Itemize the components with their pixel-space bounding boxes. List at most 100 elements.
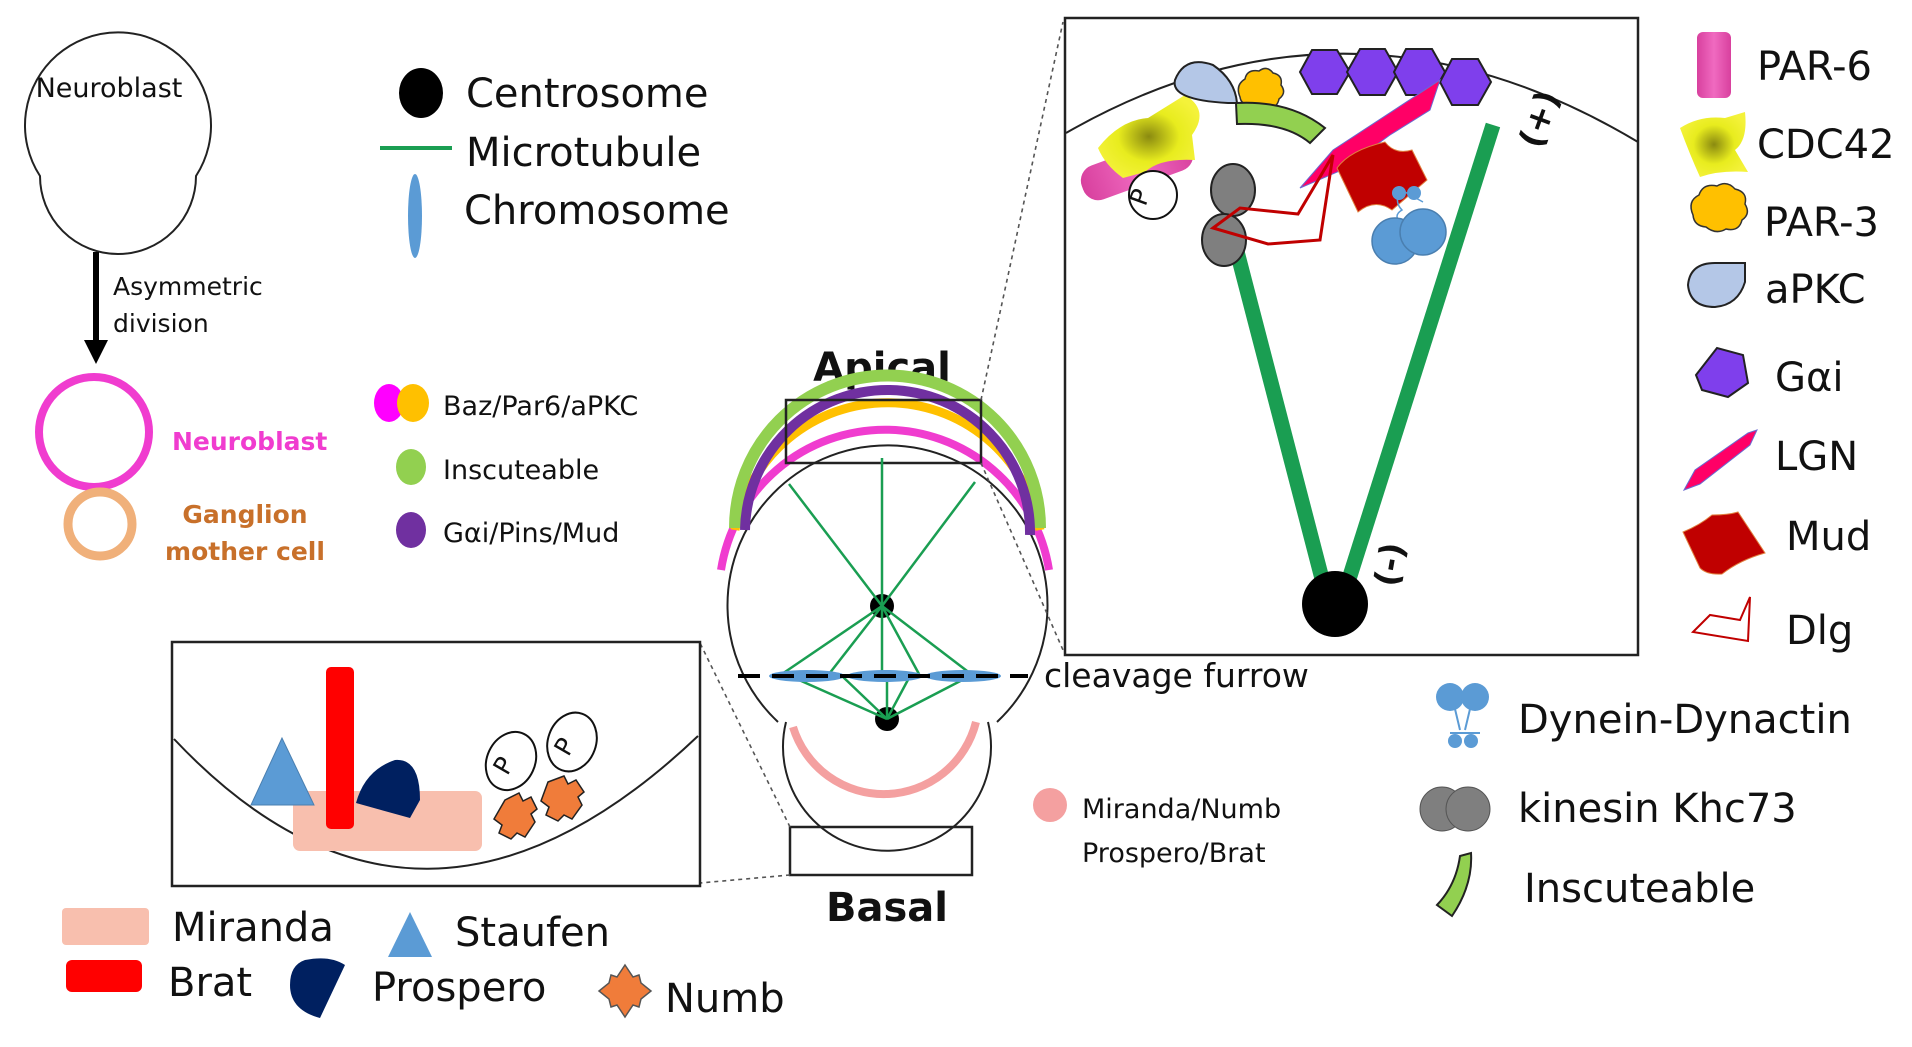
phospho-marker bbox=[546, 711, 598, 773]
cleavage-furrow-label: cleavage furrow bbox=[1044, 656, 1309, 695]
basal-crescent-legend-icon bbox=[1033, 788, 1067, 822]
daughter-neuroblast-label: Neuroblast bbox=[172, 427, 327, 456]
parent-neuroblast-outline bbox=[24, 31, 212, 255]
division-arrow-head bbox=[84, 340, 108, 364]
apical-legend-label: PAR-6 bbox=[1757, 44, 1872, 90]
apical-legend-label: Gαi bbox=[1775, 355, 1843, 401]
gmc-circle bbox=[63, 487, 137, 561]
numb-protein bbox=[540, 775, 585, 822]
gai-hexagon bbox=[1438, 58, 1493, 106]
centrosome-icon bbox=[399, 68, 443, 118]
apical-legend-label: Inscuteable bbox=[1524, 866, 1755, 912]
basal-connector-top bbox=[699, 642, 791, 828]
phospho-marker bbox=[1128, 170, 1178, 220]
apkc-protein bbox=[1173, 61, 1239, 104]
structure-legend: Centrosome Microtubule Chromosome bbox=[380, 68, 730, 258]
gmc-label-line2: mother cell bbox=[165, 537, 325, 566]
basal-connector-bottom bbox=[699, 874, 791, 884]
chromosome-icon bbox=[408, 174, 422, 258]
gai-icon bbox=[1694, 346, 1750, 399]
brat-protein bbox=[326, 667, 354, 829]
gai-crescent bbox=[740, 385, 1036, 536]
overview-panel: Neuroblast Asymmetric division Neuroblas… bbox=[24, 31, 327, 566]
mud-icon bbox=[1682, 511, 1766, 575]
daughter-outline bbox=[782, 721, 992, 852]
microtubule-right bbox=[1335, 122, 1501, 601]
par6-icon bbox=[1697, 32, 1731, 98]
structure-legend-label: Centrosome bbox=[466, 71, 709, 117]
basal-legend-label: Miranda bbox=[172, 905, 334, 951]
phospho-marker bbox=[484, 730, 538, 792]
dlg-icon bbox=[1690, 596, 1751, 643]
apical-zoom-panel: (+) (-) P bbox=[1063, 16, 1640, 657]
apical-legend-label: Dlg bbox=[1786, 608, 1853, 654]
par3-icon bbox=[1690, 182, 1749, 233]
division-label-line1: Asymmetric bbox=[113, 272, 263, 301]
dynein-dynactin-icon bbox=[1436, 683, 1489, 748]
cdc42-protein bbox=[1098, 95, 1200, 178]
basal-crescent bbox=[789, 721, 980, 799]
basal-legend-label: Brat bbox=[168, 960, 252, 1006]
numb-icon bbox=[597, 963, 653, 1019]
apkc-icon bbox=[1686, 262, 1746, 309]
inscuteable-icon bbox=[1435, 851, 1473, 918]
gai-hexagon bbox=[1298, 49, 1352, 95]
spindle-microtubules bbox=[781, 458, 976, 721]
gmc-label-line1: Ganglion bbox=[182, 500, 307, 529]
apical-connector-bottom bbox=[980, 462, 1064, 651]
apical-legend-label: Dynein-Dynactin bbox=[1518, 697, 1852, 743]
apical-legend-label: aPKC bbox=[1765, 267, 1866, 313]
numb-phospho-group: P P bbox=[484, 711, 598, 840]
basal-zoom-box bbox=[788, 825, 974, 877]
prospero-icon bbox=[290, 958, 345, 1018]
gai-hexagons bbox=[1298, 48, 1493, 106]
apical-legend-label: CDC42 bbox=[1757, 122, 1895, 168]
basal-legend-line2: Prospero/Brat bbox=[1082, 838, 1266, 869]
apical-legend-label: Mud bbox=[1786, 514, 1871, 560]
apical-connector-top bbox=[980, 21, 1064, 401]
apical-zoom-frame bbox=[1063, 16, 1640, 657]
parent-neuroblast-label: Neuroblast bbox=[36, 73, 183, 104]
structure-legend-label: Chromosome bbox=[464, 188, 730, 234]
cell-outline bbox=[726, 444, 1049, 723]
basal-cortex-arc bbox=[173, 735, 699, 870]
division-label-line2: division bbox=[113, 309, 209, 338]
microtubule-left bbox=[1219, 211, 1335, 600]
basal-label: Basal bbox=[826, 885, 948, 931]
baz-par6-apkc-icon-orange bbox=[397, 384, 429, 422]
basal-legend-line1: Miranda/Numb bbox=[1082, 794, 1281, 825]
basal-zoom-panel: P P bbox=[170, 640, 702, 888]
gai-pins-mud-icon bbox=[396, 512, 426, 548]
kinesin-icon-right bbox=[1445, 786, 1491, 832]
basal-legend-label: Staufen bbox=[455, 910, 610, 956]
apical-legend: PAR-6 CDC42 PAR-3 aPKC Gαi LGN Mud Dlg D… bbox=[1419, 32, 1895, 918]
daughter-neuroblast-circle bbox=[35, 373, 153, 491]
staufen-protein bbox=[250, 736, 315, 806]
basal-legend-label: Numb bbox=[665, 976, 785, 1022]
apical-legend-label: PAR-3 bbox=[1764, 200, 1879, 246]
prospero-protein bbox=[356, 759, 420, 818]
plus-end-label: (+) bbox=[1511, 85, 1567, 153]
complex-legend-label: Gαi/Pins/Mud bbox=[443, 518, 619, 549]
inscuteable-protein bbox=[1234, 101, 1327, 145]
baz-par6-apkc-icon-magenta bbox=[374, 384, 404, 422]
apical-legend-label: LGN bbox=[1775, 434, 1858, 480]
basal-legend-label: Prospero bbox=[372, 965, 546, 1011]
complex-legend-label: Baz/Par6/aPKC bbox=[443, 391, 638, 422]
dynein-dynactin-protein bbox=[1371, 186, 1447, 265]
numb-protein bbox=[493, 791, 538, 840]
apical-zoom-box bbox=[784, 398, 983, 465]
staufen-icon bbox=[388, 912, 432, 957]
complex-legend-label: Inscuteable bbox=[443, 455, 599, 486]
minus-end-label: (-) bbox=[1366, 539, 1412, 589]
basal-zoom-frame bbox=[170, 640, 702, 888]
complex-legend: Baz/Par6/aPKC Inscuteable Gαi/Pins/Mud bbox=[374, 384, 638, 549]
apical-legend-label: kinesin Khc73 bbox=[1518, 786, 1797, 832]
basal-legend: Miranda Staufen Brat Prospero Numb bbox=[62, 905, 785, 1022]
panel-centrosome bbox=[1302, 571, 1368, 637]
inscuteable-dot-icon bbox=[396, 449, 426, 485]
cdc42-icon bbox=[1680, 112, 1748, 177]
kinesin-head bbox=[1201, 213, 1247, 267]
